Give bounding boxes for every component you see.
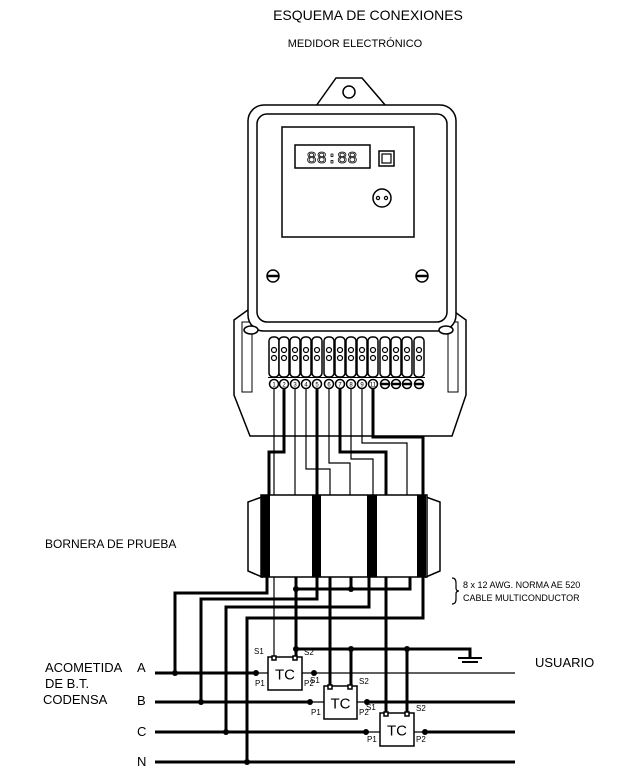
terminal-number: 2 (282, 383, 286, 389)
phase-b-label: B (137, 693, 146, 708)
button-icon (378, 150, 395, 167)
s1-label: S1 (310, 676, 320, 685)
diagram-title: ESQUEMA DE CONEXIONES (273, 7, 463, 23)
terminal-number: 5 (315, 383, 319, 389)
terminal-strip (367, 336, 379, 378)
meter-front-panel (281, 126, 415, 238)
tc-label: TC (275, 667, 295, 684)
lcd-display (294, 144, 371, 169)
terminal-screw (289, 378, 301, 390)
diagram-subtitle: MEDIDOR ELECTRÓNICO (288, 37, 423, 50)
terminal-screw (278, 378, 290, 390)
supply-label-1: ACOMETIDA (45, 660, 123, 675)
bornera-to-lines-wires (155, 577, 515, 765)
terminal-number: 6 (327, 383, 331, 389)
terminal-screw (345, 378, 357, 390)
terminal-block (268, 336, 425, 378)
neutral-label: N (137, 754, 146, 769)
p2-label: P2 (359, 708, 369, 717)
terminal-strip (300, 336, 312, 378)
terminal-number: 7 (338, 383, 342, 389)
terminal-screw (356, 378, 368, 390)
p2-label: P2 (304, 679, 314, 688)
bornera-label: BORNERA DE PRUEBA (45, 537, 176, 551)
p2-label: P2 (416, 735, 426, 744)
terminal-screw (268, 378, 280, 390)
terminal-strip (345, 336, 357, 378)
terminal-strip (413, 336, 425, 378)
terminal-strip (334, 336, 346, 378)
terminal-screw (367, 378, 379, 390)
terminal-screw (334, 378, 346, 390)
hanging-hole (342, 85, 356, 99)
cable-note-1: 8 x 12 AWG. NORMA AE 520 (463, 580, 580, 590)
meter-to-bornera-wires (267, 389, 425, 495)
optical-port-icon (372, 188, 392, 208)
screw-icon (266, 269, 280, 283)
terminal-strip (379, 336, 391, 378)
user-label: USUARIO (535, 655, 594, 670)
terminal-screw (311, 378, 323, 390)
p1-label: P1 (255, 679, 265, 688)
s1-label: S1 (254, 647, 264, 656)
terminal-strip (323, 336, 335, 378)
terminal-number: 8 (349, 383, 353, 389)
test-terminal-block (247, 494, 441, 579)
terminal-number: 4 (304, 383, 308, 389)
terminal-screw (323, 378, 335, 390)
terminal-strip (278, 336, 290, 378)
terminal-number: 1 (272, 383, 276, 389)
ground-icon (458, 657, 482, 663)
terminal-screw (300, 378, 312, 390)
terminal-strip (356, 336, 368, 378)
supply-label-2: DE B.T. (45, 676, 89, 691)
phase-c-label: C (137, 724, 146, 739)
terminal-strip (268, 336, 280, 378)
supply-label-3: CODENSA (43, 692, 108, 707)
terminal-strip (401, 336, 413, 378)
s1-label: S1 (366, 703, 376, 712)
lcd-digits: 88:88 (306, 150, 357, 169)
s2-label: S2 (304, 648, 314, 657)
terminal-strip (289, 336, 301, 378)
s2-label: S2 (416, 704, 426, 713)
terminal-strip (390, 336, 402, 378)
terminal-number: 9 (360, 383, 364, 389)
brace-icon (451, 577, 460, 605)
s2-label: S2 (359, 677, 369, 686)
terminal-strip (311, 336, 323, 378)
tc-label: TC (331, 696, 351, 713)
screw-icon (415, 269, 429, 283)
terminal-number: 3 (293, 383, 297, 389)
p1-label: P1 (367, 735, 377, 744)
terminal-number: 11 (370, 383, 377, 389)
phase-a-label: A (137, 660, 146, 675)
cable-note-2: CABLE MULTICONDUCTOR (463, 593, 580, 603)
p1-label: P1 (311, 708, 321, 717)
tc-label: TC (387, 723, 407, 740)
